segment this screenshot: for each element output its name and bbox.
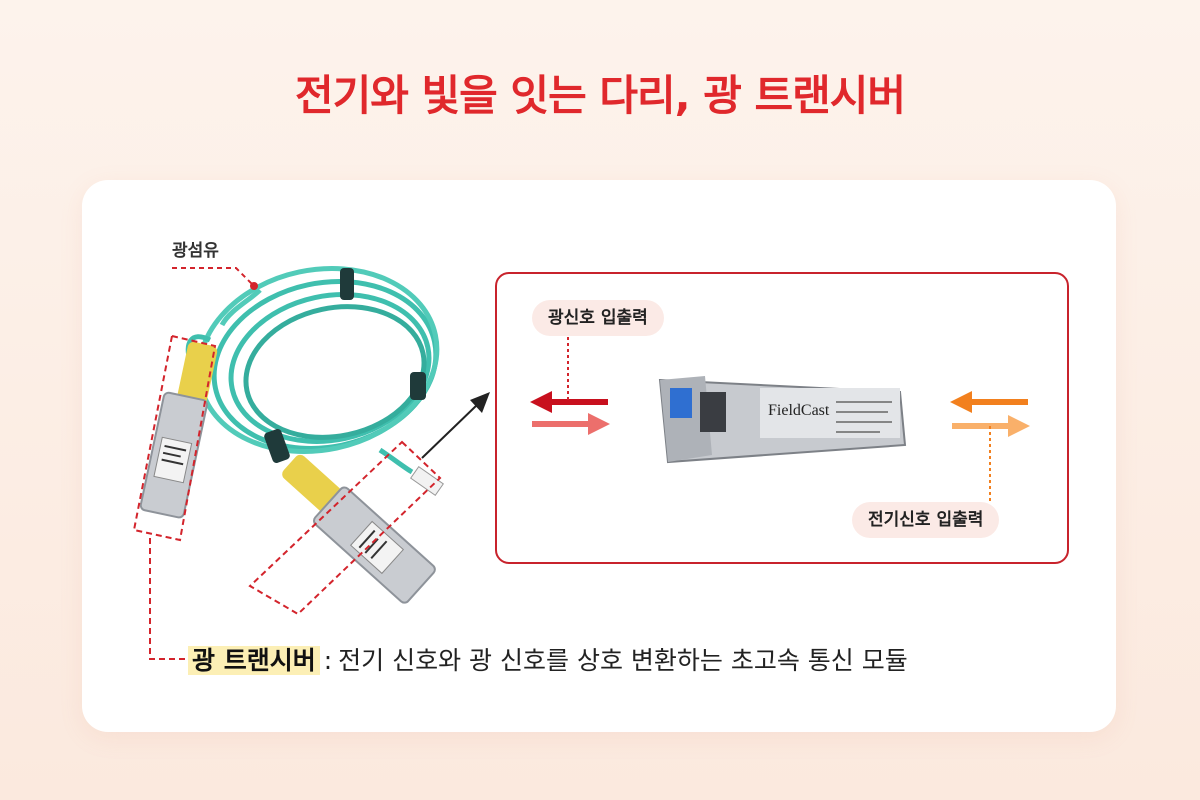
caption-description: 전기 신호와 광 신호를 상호 변환하는 초고속 통신 모듈 xyxy=(338,646,908,675)
cable-tie-icon xyxy=(264,429,290,463)
sfp-module-illustration: FieldCast xyxy=(658,376,907,464)
optical-arrows xyxy=(530,391,610,435)
cable-tag-icon xyxy=(410,465,444,497)
caption-term: 광 트랜시버 xyxy=(188,646,320,675)
cable-tie-icon xyxy=(340,268,354,300)
left-module-highlight-box xyxy=(132,334,217,542)
sfp-brand-label: FieldCast xyxy=(768,402,830,419)
sfp-detail-frame xyxy=(495,272,1069,564)
optical-fiber-label: 광섬유 xyxy=(172,241,219,261)
definition-caption: 광 트랜시버:전기 신호와 광 신호를 상호 변환하는 초고속 통신 모듈 xyxy=(188,641,908,681)
caption-separator: : xyxy=(323,646,333,675)
fiber-coil-illustration xyxy=(185,265,440,475)
left-qsfp-module-illustration xyxy=(139,341,218,519)
electrical-io-label: 전기신호 입출력 xyxy=(852,502,1000,538)
zoom-arrow-line xyxy=(421,403,479,459)
zoom-arrow-head-icon xyxy=(470,392,490,413)
cable-tie-icon xyxy=(410,372,426,400)
right-qsfp-module-illustration xyxy=(282,454,436,604)
page-title: 전기와 빛을 잇는 다리, 광 트랜시버 xyxy=(294,71,906,120)
right-module-highlight-box xyxy=(248,440,442,616)
electrical-arrows xyxy=(950,391,1030,437)
optical-io-label: 광신호 입출력 xyxy=(532,300,664,336)
caption-leader-line xyxy=(149,538,188,660)
fiber-label-leader xyxy=(172,267,255,287)
fiber-pointer-dot xyxy=(250,282,258,290)
